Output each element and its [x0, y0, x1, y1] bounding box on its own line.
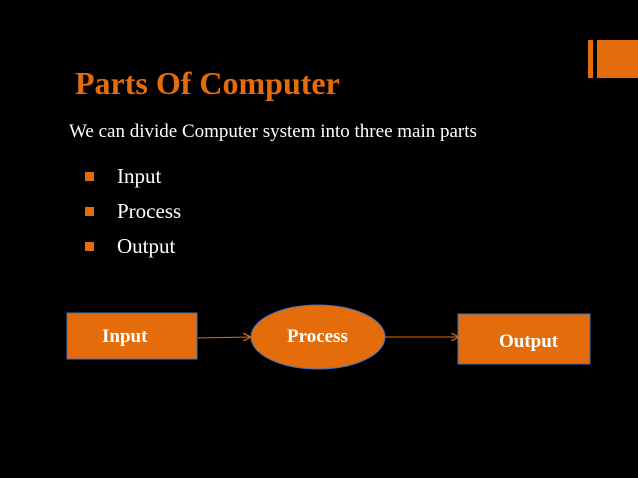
- decorative-bar-thin: [588, 40, 593, 78]
- bullet-text: Process: [117, 199, 182, 223]
- square-bullet-icon: [85, 242, 94, 251]
- output-node-label: Output: [499, 331, 559, 352]
- bullet-text: Output: [117, 234, 176, 258]
- slide-subtitle: We can divide Computer system into three…: [69, 121, 477, 142]
- process-node-label: Process: [287, 326, 348, 347]
- square-bullet-icon: [85, 172, 94, 181]
- input-node-label: Input: [102, 326, 148, 347]
- output-node: [457, 313, 591, 365]
- square-bullet-icon: [85, 207, 94, 216]
- decorative-bar-thick: [597, 40, 638, 78]
- bullet-text: Input: [117, 164, 162, 188]
- input-node: [66, 312, 198, 360]
- edge-input-process: [197, 337, 250, 338]
- slide-title: Parts Of Computer: [75, 65, 340, 101]
